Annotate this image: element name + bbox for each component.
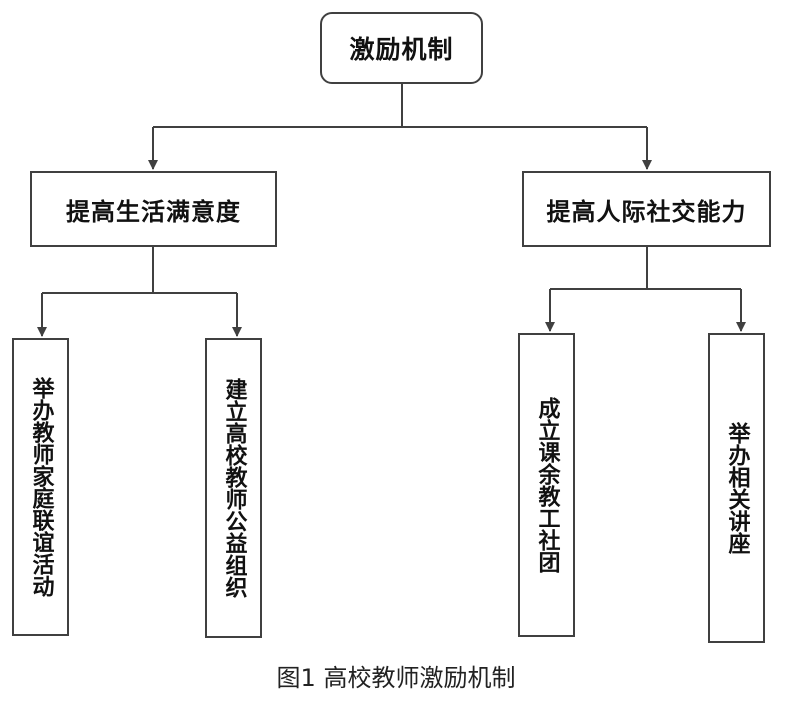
branch-node-1-label: 提高生活满意度 xyxy=(66,197,241,226)
leaf-node-4: 举办相关讲座 xyxy=(708,333,765,643)
leaf-node-3: 成立课余教工社团 xyxy=(518,333,575,637)
leaf-node-4-label: 举办相关讲座 xyxy=(724,422,750,554)
branch-node-2-label: 提高人际社交能力 xyxy=(546,197,747,226)
leaf-node-2-label: 建立高校教师公益组织 xyxy=(221,378,247,598)
leaf-node-2: 建立高校教师公益组织 xyxy=(205,338,262,638)
root-node-label: 激励机制 xyxy=(349,35,454,64)
branch-node-2: 提高人际社交能力 xyxy=(522,171,771,247)
branch-node-1: 提高生活满意度 xyxy=(30,171,277,247)
figure-caption: 图1 高校教师激励机制 xyxy=(276,664,516,692)
leaf-node-3-label: 成立课余教工社团 xyxy=(534,397,560,573)
leaf-node-1: 举办教师家庭联谊活动 xyxy=(12,338,69,636)
root-node: 激励机制 xyxy=(320,12,483,84)
leaf-node-1-label: 举办教师家庭联谊活动 xyxy=(28,377,54,597)
